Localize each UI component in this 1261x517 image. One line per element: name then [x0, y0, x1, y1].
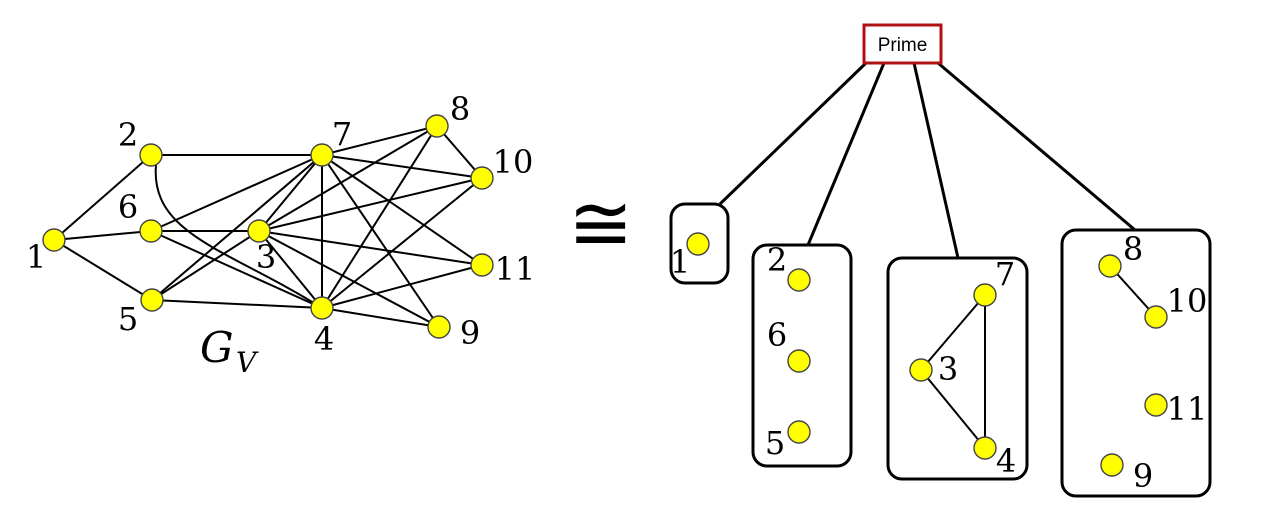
root-box: [862, 23, 943, 65]
edge-1-6: [53, 230, 152, 241]
decomposition-tree: Prime 1 2 6 5 7 3 4 8 10 11 9: [669, 23, 1212, 498]
module-vertex-label-3: 3: [938, 350, 958, 388]
tree-edge-2: [806, 62, 886, 246]
edge-4-10: [321, 177, 483, 309]
edge-1-2: [53, 154, 152, 241]
vertex-label-10: 10: [493, 143, 534, 181]
edge-3-9: [258, 230, 440, 328]
vertex-1: [42, 228, 66, 252]
module-vertex-6: [787, 349, 811, 373]
graph-edges: [53, 125, 483, 328]
vertex-label-2: 2: [118, 116, 138, 154]
tree-edges: [718, 61, 1136, 259]
module-vertex-2: [787, 268, 811, 292]
modules: 1 2 6 5 7 3 4 8 10 11 9: [669, 202, 1212, 498]
module-vertex-8: [1098, 254, 1122, 278]
root-node: Prime: [862, 23, 943, 65]
edge-3-10: [258, 177, 483, 232]
module-edge-3-7: [920, 294, 986, 371]
vertex-9: [427, 315, 451, 339]
module-vertex-1: [686, 232, 710, 256]
graph-gv: 1 2 3 4 5 6 7 8 9 10 11 G V: [26, 90, 536, 379]
module-4: 8 10 11 9: [1060, 228, 1212, 498]
graph-name-subscript: V: [236, 346, 259, 379]
module-1: 1: [669, 202, 730, 285]
vertex-8: [425, 114, 449, 138]
edge-4-11: [321, 264, 483, 309]
module-vertex-label-11: 11: [1167, 390, 1208, 428]
edge-7-10: [321, 154, 483, 179]
edge-7-8: [321, 125, 438, 156]
vertex-label-5: 5: [118, 300, 138, 338]
vertex-11: [470, 253, 494, 277]
edge-4-9: [321, 307, 440, 328]
vertex-label-1: 1: [26, 238, 46, 276]
edge-4-8: [321, 125, 438, 309]
root-label: Prime: [878, 35, 928, 56]
module-vertex-3: [909, 358, 933, 382]
module-vertex-label-5: 5: [765, 424, 785, 462]
vertex-4: [310, 296, 334, 320]
edge-6-7: [150, 154, 323, 232]
module-4-box: [1060, 228, 1212, 498]
module-vertex-9: [1100, 453, 1124, 477]
edge-3-4: [258, 230, 323, 309]
module-vertex-5: [787, 420, 811, 444]
graph-name-label: G: [200, 323, 234, 372]
vertex-label-7: 7: [332, 115, 352, 153]
tree-edge-4: [937, 61, 1136, 232]
vertex-5: [140, 288, 164, 312]
vertex-label-8: 8: [450, 90, 470, 128]
module-vertex-7: [973, 283, 997, 307]
edge-3-11: [258, 230, 483, 266]
module-vertex-label-10: 10: [1167, 282, 1208, 320]
graph-vertex-labels: 1 2 3 4 5 6 7 8 9 10 11: [26, 90, 536, 358]
isomorphic-symbol: ≅: [568, 179, 633, 269]
edge-3-7: [258, 154, 323, 232]
module-vertex-4: [973, 436, 997, 460]
module-vertex-label-9: 9: [1133, 457, 1153, 495]
edge-6-4: [150, 230, 323, 309]
tree-edge-1: [718, 61, 868, 206]
edge-2-4: [154, 164, 323, 309]
vertex-3: [247, 219, 271, 243]
vertex-label-6: 6: [118, 188, 138, 226]
module-2: 2 6 5: [751, 241, 853, 468]
module-edge-3-4: [920, 369, 986, 449]
edge-5-7: [151, 154, 323, 301]
vertex-6: [139, 219, 163, 243]
module-vertex-label-4: 4: [996, 442, 1016, 480]
module-vertex-label-6: 6: [767, 316, 787, 354]
vertex-10: [470, 166, 494, 190]
edge-3-8: [258, 125, 438, 232]
module-3-box: [886, 256, 1029, 481]
module-vertex-10: [1144, 305, 1168, 329]
module-vertex-label-8: 8: [1123, 230, 1143, 268]
vertex-label-11: 11: [495, 250, 536, 288]
graph-nodes: [42, 114, 494, 339]
edge-7-11: [321, 154, 483, 266]
module-vertex-label-7: 7: [995, 255, 1015, 293]
module-3: 7 3 4: [886, 255, 1029, 481]
module-vertex-11: [1144, 393, 1168, 417]
vertex-label-9: 9: [460, 314, 480, 352]
vertex-label-4: 4: [314, 320, 334, 358]
edge-5-4: [151, 299, 323, 309]
vertex-7: [310, 143, 334, 167]
edge-1-5: [53, 239, 153, 301]
module-vertex-label-2: 2: [767, 241, 787, 279]
edge-5-3: [151, 230, 260, 301]
tree-edge-3: [912, 62, 960, 259]
module-vertex-label-1: 1: [670, 243, 690, 281]
vertex-label-3: 3: [256, 238, 276, 276]
edge-7-9: [321, 154, 440, 328]
vertex-2: [139, 143, 163, 167]
